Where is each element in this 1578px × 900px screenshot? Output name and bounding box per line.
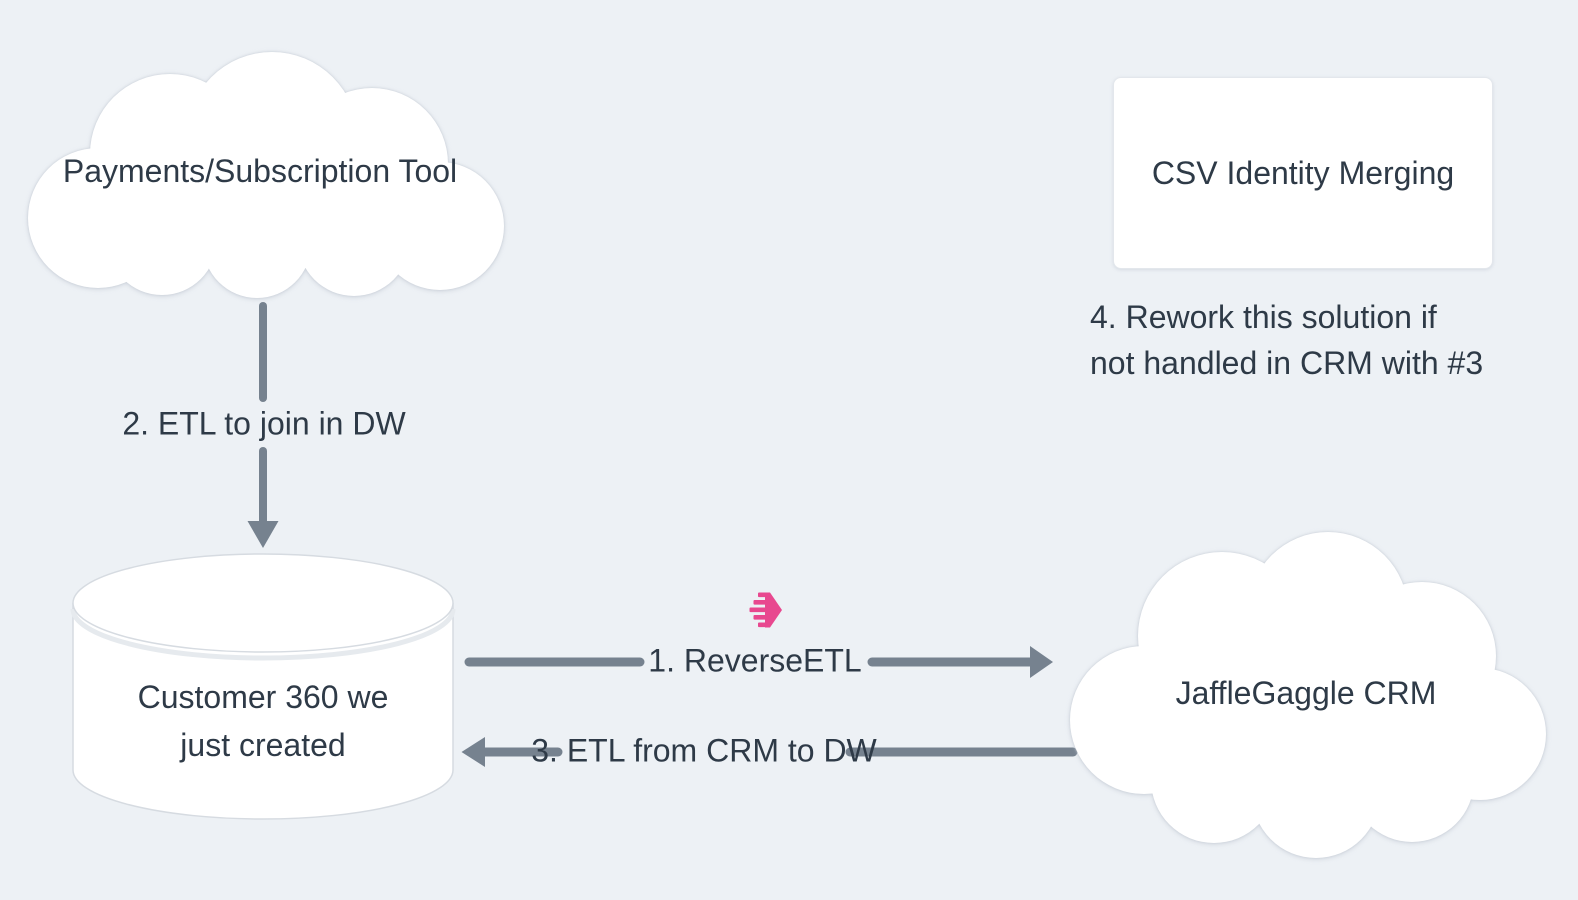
edge-etl-join-dw-label: 2. ETL to join in DW <box>122 405 406 442</box>
node-customer360-label-line1: Customer 360 we <box>137 679 389 715</box>
node-csv-identity-label: CSV Identity Merging <box>1151 154 1455 191</box>
rework-note: 4. Rework this solution if not handled i… <box>1090 294 1483 386</box>
node-csv-identity-box[interactable]: CSV Identity Merging <box>1113 77 1493 269</box>
cloud-shape <box>28 52 504 298</box>
edge-reverse-etl-label: 1. ReverseETL <box>648 642 862 679</box>
cloud-shape <box>1070 532 1546 858</box>
node-payments-cloud[interactable]: Payments/Subscription Tool <box>10 42 510 300</box>
rework-note-line2: not handled in CRM with #3 <box>1090 345 1484 381</box>
database-cylinder-shape <box>70 553 456 820</box>
node-payments-label: Payments/Subscription Tool <box>62 152 458 189</box>
edge-reverse-etl-arrow[interactable] <box>464 646 1053 678</box>
edge-etl-from-crm-label: 3. ETL from CRM to DW <box>531 732 877 769</box>
node-jafflegaggle-crm-label: JaffleGaggle CRM <box>1175 674 1437 711</box>
edge-etl-from-crm-arrow[interactable] <box>461 737 1078 767</box>
node-jafflegaggle-crm-cloud[interactable]: JaffleGaggle CRM <box>1060 522 1552 864</box>
node-customer360-db[interactable]: Customer 360 we just created <box>70 551 456 823</box>
hightouch-logo-icon <box>749 592 783 628</box>
edge-etl-join-dw-arrow[interactable] <box>247 302 279 548</box>
node-customer360-label: Customer 360 we just created <box>70 673 456 769</box>
rework-note-line1: 4. Rework this solution if <box>1090 299 1437 335</box>
node-customer360-label-line2: just created <box>180 727 346 763</box>
